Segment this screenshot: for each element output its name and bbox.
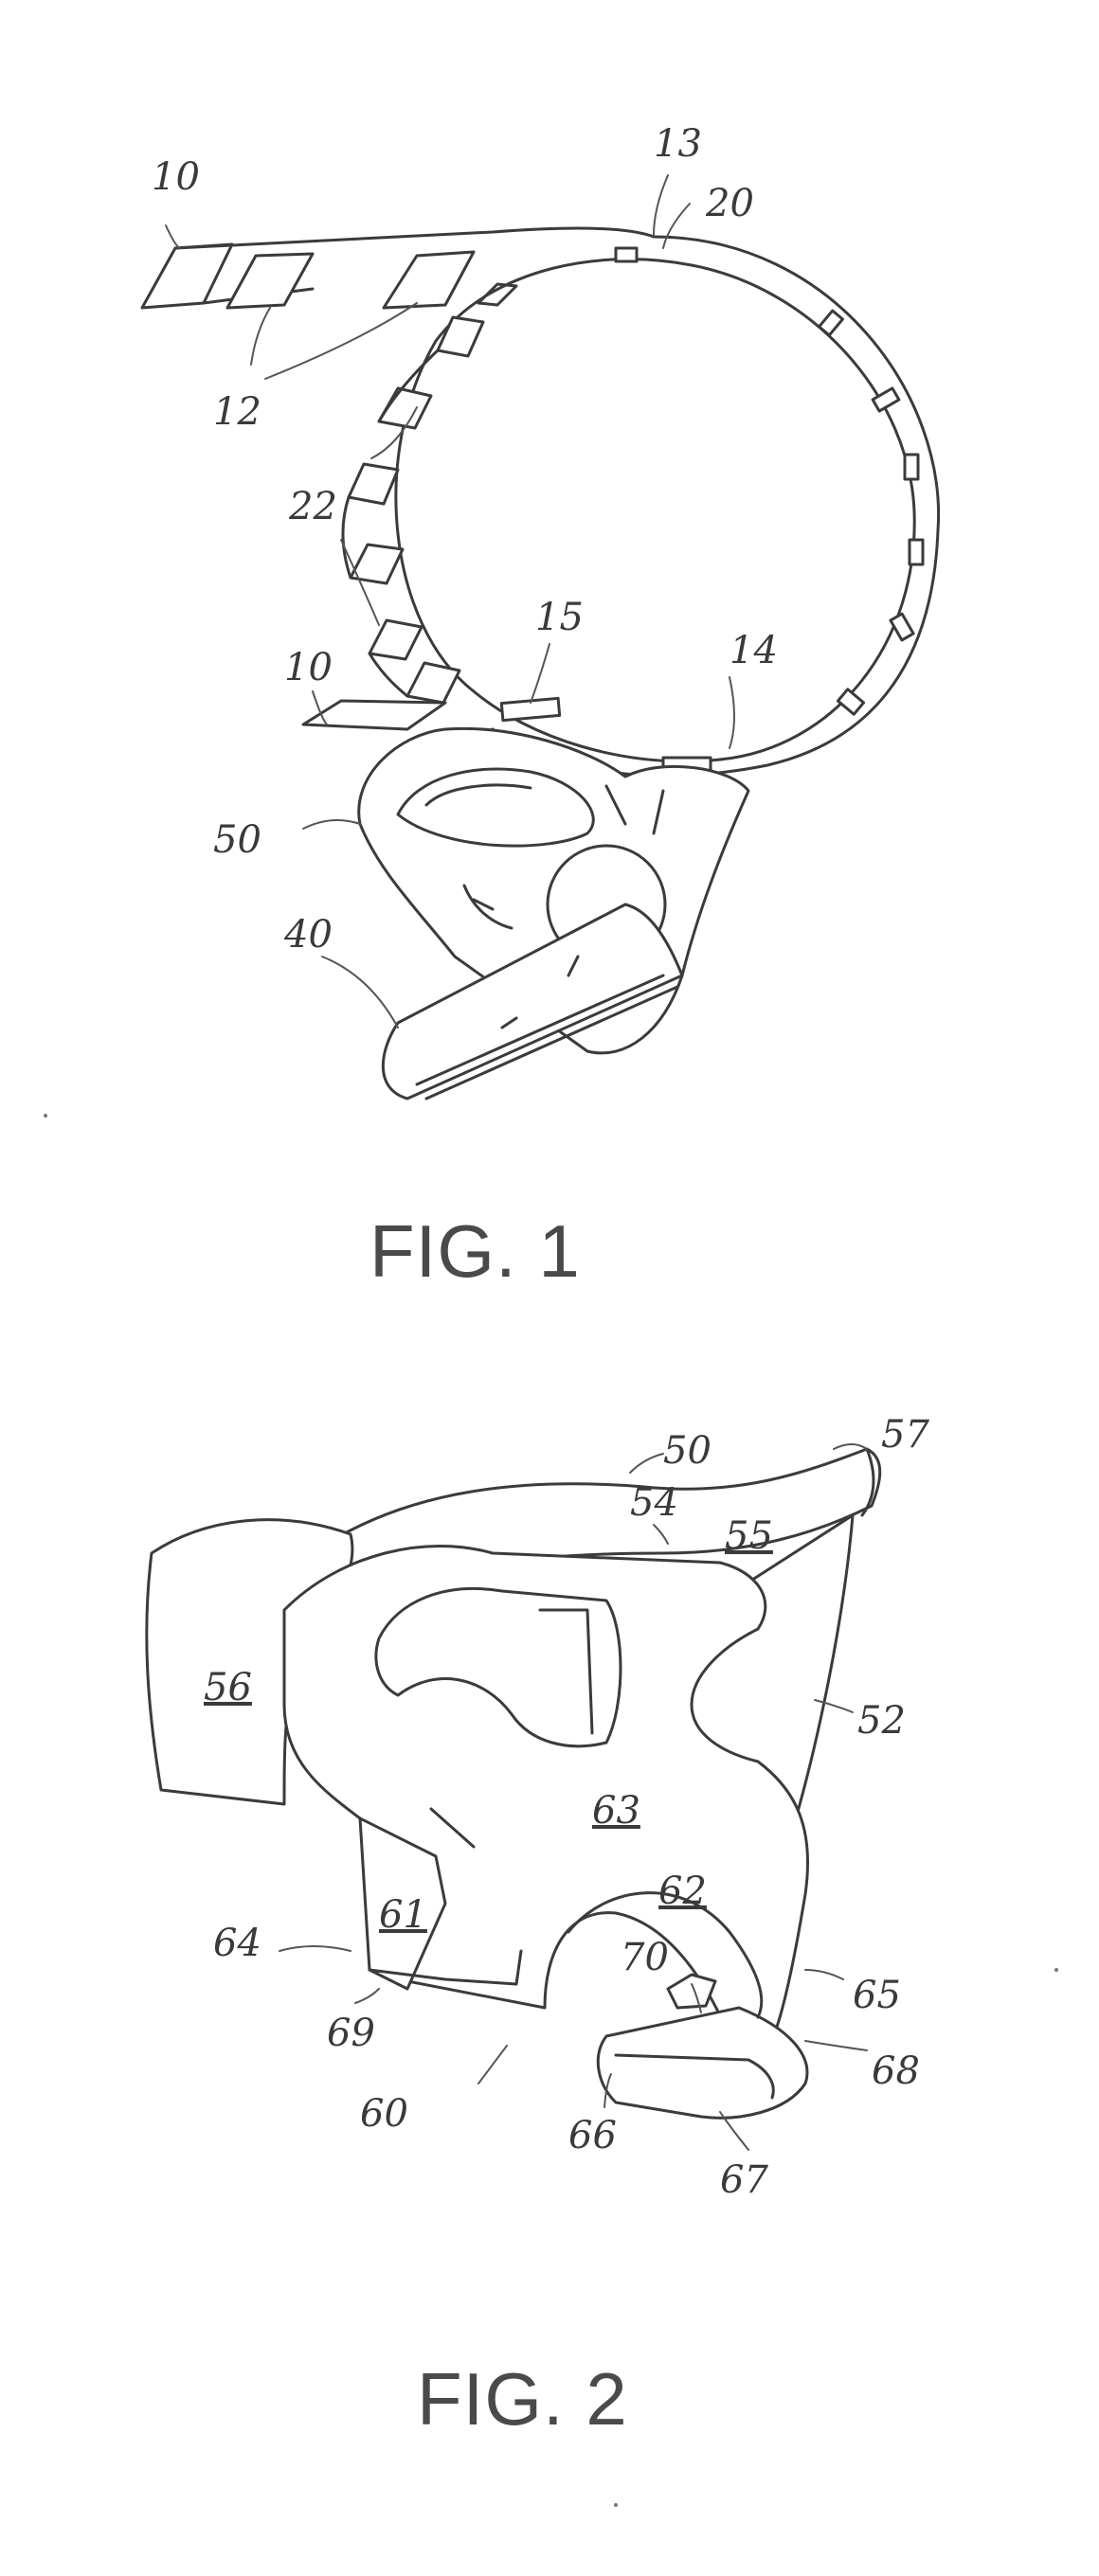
fig2-label-67: 67 (720, 2158, 768, 2202)
fig1-label-12: 12 (213, 390, 261, 434)
fig1-label-15: 15 (535, 596, 584, 639)
fig2-label-57: 57 (881, 1413, 929, 1457)
fig1-tooth (905, 455, 918, 479)
fig2-label-50: 50 (663, 1429, 712, 1473)
fig1-drawing (142, 228, 939, 1099)
fig1-segment (438, 317, 483, 356)
fig2-tab-70 (668, 1975, 715, 2008)
fig2-label-68: 68 (872, 2049, 920, 2093)
fig1-tooth (616, 248, 637, 261)
fig2-label-65: 65 (853, 1974, 901, 2017)
fig1-tooth (838, 689, 863, 714)
fig1-label-40: 40 (283, 913, 333, 957)
fig2-label-52: 52 (857, 1699, 906, 1743)
fig1-label-14: 14 (730, 629, 778, 672)
fig1-cleat (227, 254, 313, 308)
fig2-label-62: 62 (658, 1869, 707, 1913)
fig1-tooth (891, 614, 913, 640)
speck (44, 1114, 47, 1118)
fig2-label-61: 61 (379, 1893, 427, 1937)
fig2-label-66: 66 (568, 2114, 617, 2157)
fig1-label-20: 20 (705, 182, 754, 225)
fig2-label-69: 69 (327, 2012, 375, 2055)
fig1-cleat (478, 284, 516, 305)
fig1-cleat (384, 252, 474, 308)
fig1-segment (369, 620, 422, 659)
fig2-label-70: 70 (621, 1936, 669, 1979)
fig2-caption: FIG. 2 (417, 2357, 628, 2441)
fig1-label-10-bottom: 10 (284, 646, 333, 689)
fig1-strap-end-top (142, 244, 232, 308)
fig1-caption: FIG. 1 (369, 1209, 581, 1293)
fig2-label-64: 64 (213, 1922, 261, 1965)
speck (614, 2503, 618, 2507)
fig2-label-55: 55 (725, 1514, 773, 1558)
fig1-label-13: 13 (654, 122, 702, 166)
fig1-segment (407, 663, 459, 703)
fig1-label-50: 50 (213, 818, 261, 862)
fig2-label-54: 54 (630, 1481, 678, 1525)
fig1-label-22: 22 (288, 485, 337, 528)
fig1-tooth (910, 540, 923, 564)
fig1-label-10-top: 10 (152, 155, 200, 199)
fig2-label-60: 60 (360, 2092, 408, 2136)
speck (1054, 1968, 1058, 1972)
fig1-band-outer (493, 237, 939, 776)
fig1-strap-end-bottom (303, 701, 445, 729)
fig2-label-56: 56 (204, 1666, 252, 1709)
fig1-segment (349, 464, 398, 504)
fig2-label-63: 63 (592, 1789, 640, 1833)
